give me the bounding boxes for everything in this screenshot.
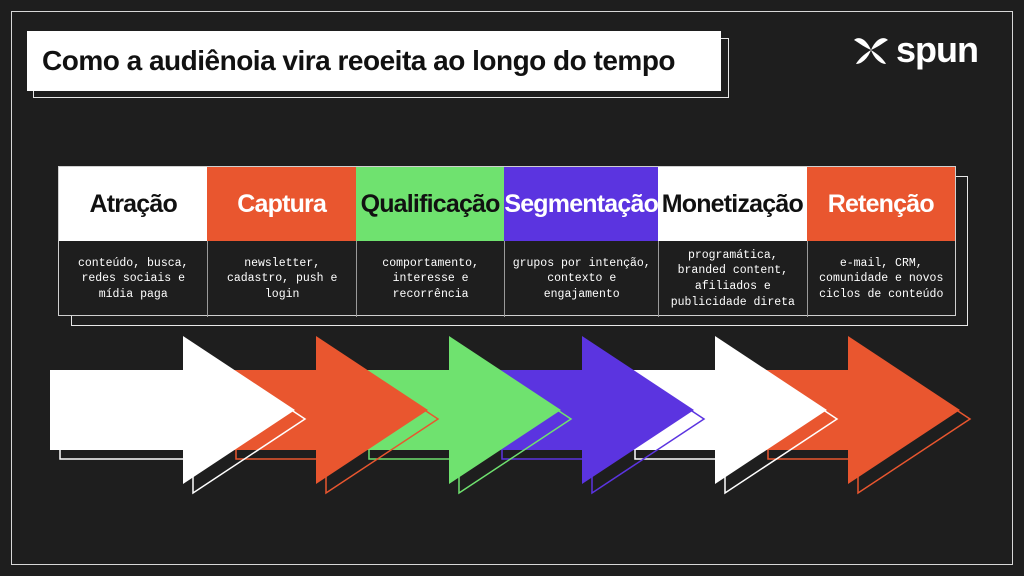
stage-heading: Qualificação <box>355 167 505 241</box>
stage-heading: Captura <box>207 167 356 241</box>
brand-logo: spun <box>852 30 1002 70</box>
stage-arrow <box>226 336 428 484</box>
stage-description: e-mail, CRM, comunidade e novos ciclos d… <box>806 241 955 317</box>
stage-heading: Atração <box>59 167 208 241</box>
stage-heading: Monetização <box>658 167 807 241</box>
title-box: Como a audiênoia vira reoeita ao longo d… <box>27 31 721 91</box>
stage-arrow <box>359 336 561 484</box>
leaf-logo-icon <box>854 38 888 64</box>
stage-description: grupos por intenção, contexto e engajame… <box>504 241 658 317</box>
stage-arrow <box>50 336 295 484</box>
stage-description: conteúdo, busca, redes sociais e mídia p… <box>78 256 189 301</box>
logo-text: spun <box>896 29 979 70</box>
stage-heading: Retenção <box>806 167 955 241</box>
slide-frame <box>11 11 1013 565</box>
stage-arrow <box>758 336 960 484</box>
page-title: Como a audiênoia vira reoeita ao longo d… <box>42 45 676 76</box>
stage-heading: Segmentação <box>504 167 659 241</box>
stage-description: programática, branded content, afiliados… <box>658 241 806 317</box>
stage-description: comportamento, interesse e recorrência <box>355 241 504 317</box>
stage-arrow <box>625 336 827 484</box>
stage-arrow <box>492 336 694 484</box>
stage-description: newsletter, cadastro, push e login <box>207 241 355 317</box>
